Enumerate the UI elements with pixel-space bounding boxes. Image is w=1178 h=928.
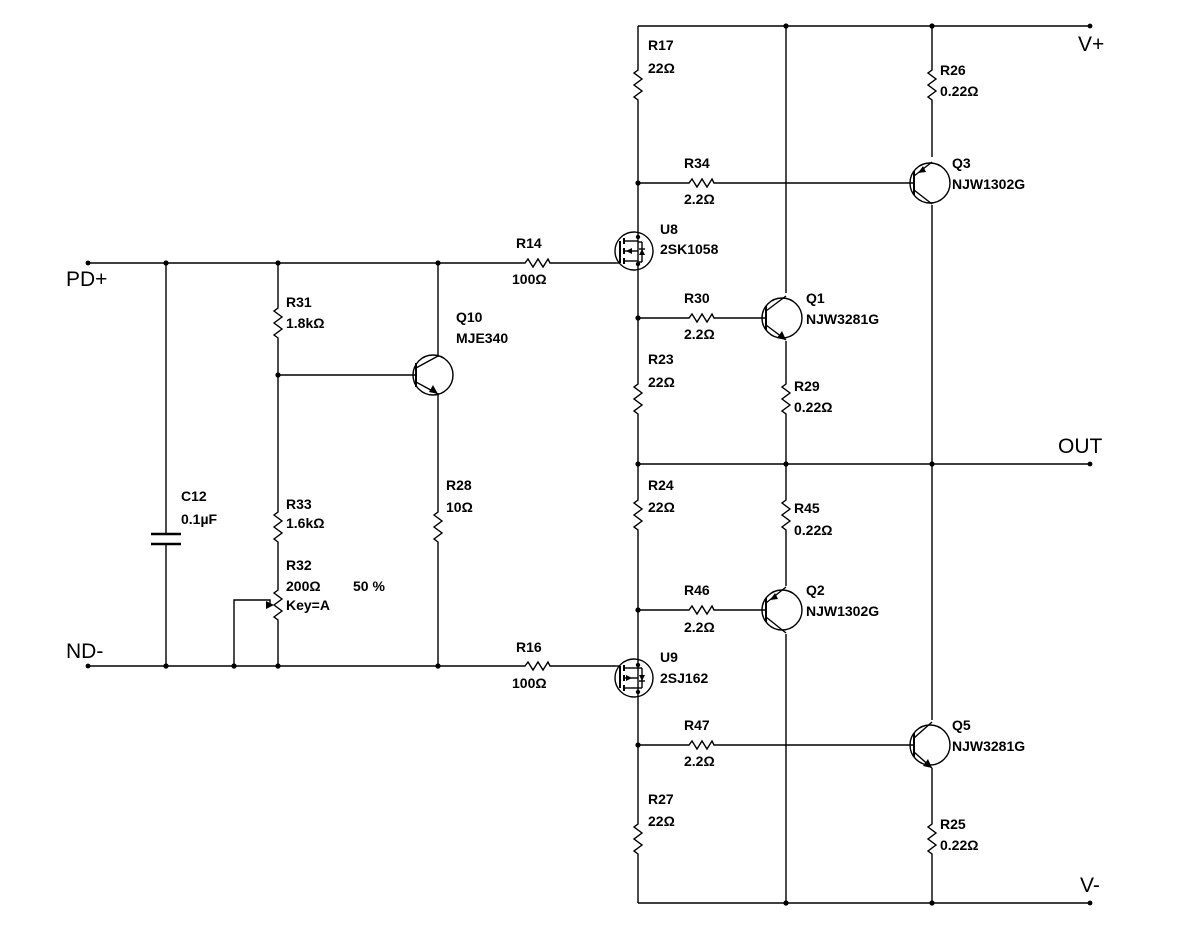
resistor-r47-ref: R47 <box>684 717 710 733</box>
resistor-r27-ref: R27 <box>648 791 674 807</box>
resistor-r31: R31 1.8kΩ <box>272 294 324 344</box>
port-v-minus: V- <box>1080 874 1100 897</box>
mosfet-u9-ref: U9 <box>660 649 678 665</box>
resistor-r47-value: 2.2Ω <box>684 753 715 769</box>
resistor-r17-value: 22Ω <box>648 60 675 76</box>
resistor-r25-ref: R25 <box>940 816 966 832</box>
resistor-r25: R25 0.22Ω <box>926 816 978 860</box>
resistor-r17-ref: R17 <box>648 37 674 53</box>
resistor-r33-ref: R33 <box>286 496 312 512</box>
resistor-r23: R23 22Ω <box>632 351 675 420</box>
resistor-r29: R29 0.22Ω <box>780 378 832 420</box>
transistor-q3-ref: Q3 <box>952 155 971 171</box>
resistor-r14-value: 100Ω <box>512 271 547 287</box>
resistor-r25-value: 0.22Ω <box>940 837 978 853</box>
capacitor-c12-ref: C12 <box>181 488 207 504</box>
transistor-q10-part: MJE340 <box>456 330 508 346</box>
resistor-r27-value: 22Ω <box>648 813 675 829</box>
resistor-r26-value: 0.22Ω <box>940 83 978 99</box>
resistor-r30-ref: R30 <box>684 290 710 306</box>
resistor-r31-ref: R31 <box>286 294 312 310</box>
port-out: OUT <box>1058 435 1103 458</box>
potentiometer-r32-setting: 50 % <box>353 578 385 594</box>
potentiometer-r32-value: 200Ω <box>286 578 321 594</box>
resistor-r46-value: 2.2Ω <box>684 619 715 635</box>
resistor-r16-value: 100Ω <box>512 675 547 691</box>
resistor-r29-value: 0.22Ω <box>794 399 832 415</box>
transistor-q1: Q1 NJW3281G <box>761 290 879 341</box>
transistor-q3: Q3 NJW1302G <box>909 155 1025 205</box>
resistor-r28-value: 10Ω <box>446 499 473 515</box>
mosfet-u8-ref: U8 <box>660 221 678 237</box>
resistor-r26-ref: R26 <box>940 62 966 78</box>
transistor-q2-ref: Q2 <box>806 582 825 598</box>
resistor-r28: R28 10Ω <box>432 477 473 548</box>
resistor-r29-ref: R29 <box>794 378 820 394</box>
potentiometer-r32-ref: R32 <box>286 557 312 573</box>
resistor-r24-ref: R24 <box>648 477 674 493</box>
wires <box>88 25 1090 904</box>
resistor-r34-value: 2.2Ω <box>684 191 715 207</box>
resistor-r33: R33 1.6kΩ <box>272 496 324 548</box>
resistor-r30: R30 2.2Ω <box>684 290 716 342</box>
resistor-r17: R17 22Ω <box>632 37 675 106</box>
transistor-q2: Q2 NJW1302G <box>761 582 879 634</box>
mosfet-u9: U9 2SJ162 <box>614 640 708 698</box>
resistor-r16-ref: R16 <box>516 639 542 655</box>
port-v-plus: V+ <box>1078 33 1104 56</box>
transistor-q3-part: NJW1302G <box>952 176 1025 192</box>
transistor-q5-ref: Q5 <box>952 717 971 733</box>
resistor-r14: R14 100Ω <box>512 235 552 287</box>
junctions <box>85 23 1093 906</box>
capacitor-c12-value: 0.1µF <box>181 511 218 527</box>
resistor-r47: R47 2.2Ω <box>684 717 716 769</box>
transistor-q10: Q10 MJE340 <box>412 309 508 396</box>
resistor-r14-ref: R14 <box>516 235 542 251</box>
potentiometer-r32-key: Key=A <box>286 597 330 613</box>
mosfet-u8-part: 2SK1058 <box>660 241 719 257</box>
port-nd-minus: ND- <box>66 640 103 663</box>
transistor-q1-part: NJW3281G <box>806 311 879 327</box>
transistor-q2-part: NJW1302G <box>806 603 879 619</box>
port-pd-plus: PD+ <box>66 268 107 291</box>
resistor-r16: R16 100Ω <box>512 639 552 691</box>
mosfet-u9-part: 2SJ162 <box>660 670 708 686</box>
capacitor-c12: C12 0.1µF <box>151 488 218 546</box>
transistor-q5-part: NJW3281G <box>952 738 1025 754</box>
resistor-r23-value: 22Ω <box>648 374 675 390</box>
resistor-r23-ref: R23 <box>648 351 674 367</box>
resistor-r45-value: 0.22Ω <box>794 522 832 538</box>
resistor-r28-ref: R28 <box>446 477 472 493</box>
resistor-r34-ref: R34 <box>684 155 710 171</box>
resistor-r24: R24 22Ω <box>632 477 675 536</box>
resistor-r46-ref: R46 <box>684 582 710 598</box>
mosfet-u8: U8 2SK1058 <box>614 221 719 289</box>
resistor-r45-ref: R45 <box>794 500 820 516</box>
resistor-r34: R34 2.2Ω <box>684 155 716 207</box>
resistor-r24-value: 22Ω <box>648 499 675 515</box>
resistor-r27: R27 22Ω <box>632 791 675 860</box>
transistor-q5: Q5 NJW3281G <box>909 717 1025 769</box>
potentiometer-r32: R32 200Ω 50 % Key=A <box>266 557 385 626</box>
resistor-r33-value: 1.6kΩ <box>286 515 324 531</box>
resistor-r26: R26 0.22Ω <box>926 62 978 106</box>
transistor-q10-ref: Q10 <box>456 309 483 325</box>
resistor-r30-value: 2.2Ω <box>684 326 715 342</box>
resistor-r46: R46 2.2Ω <box>684 582 716 635</box>
resistor-r45: R45 0.22Ω <box>780 494 832 538</box>
resistor-r31-value: 1.8kΩ <box>286 315 324 331</box>
transistor-q1-ref: Q1 <box>806 290 825 306</box>
